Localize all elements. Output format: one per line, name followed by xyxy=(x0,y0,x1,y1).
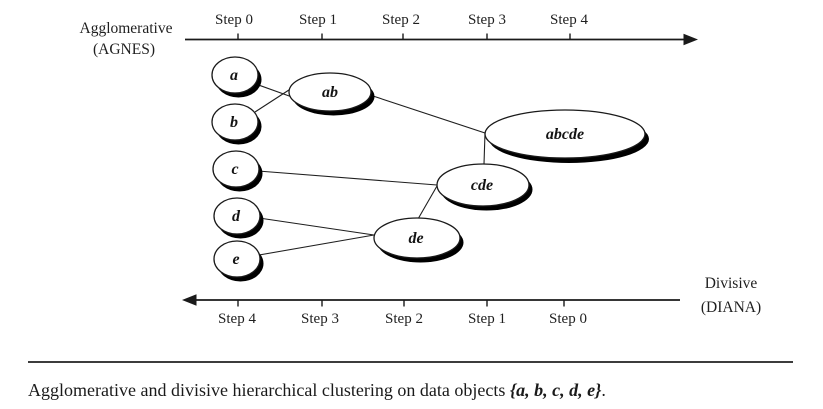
node-b-label: b xyxy=(230,114,238,131)
node-de-ellipse xyxy=(373,217,461,259)
edge-cde-abcde xyxy=(483,132,486,165)
node-d: d xyxy=(213,197,264,239)
agnes-step-label-3: Step 3 xyxy=(468,12,506,28)
node-ab: ab xyxy=(288,72,375,116)
agnes-step-label-2: Step 2 xyxy=(382,12,420,28)
node-a: a xyxy=(211,56,262,98)
node-e-ellipse xyxy=(213,240,261,278)
node-a-label: a xyxy=(230,67,238,84)
edge-d-de xyxy=(258,217,375,236)
node-c: c xyxy=(212,150,263,192)
caption-divider xyxy=(28,361,793,363)
caption-set: {a, b, c, d, e} xyxy=(509,380,602,400)
node-ab-ellipse xyxy=(288,72,372,112)
edge-b-ab xyxy=(254,87,293,113)
node-d-ellipse xyxy=(213,197,261,235)
agnes-step-label-0: Step 0 xyxy=(215,12,253,28)
edge-ab-abcde xyxy=(372,95,486,134)
diana-label-line1: Divisive xyxy=(705,275,758,292)
node-cde-ellipse xyxy=(436,163,530,207)
agnes-step-label-1: Step 1 xyxy=(299,12,337,28)
node-d-label: d xyxy=(232,208,241,225)
agnes-label-line2: (AGNES) xyxy=(93,41,155,58)
diana-step-label-1: Step 3 xyxy=(301,311,339,327)
diana-step-label-4: Step 0 xyxy=(549,311,587,327)
node-abcde: abcde xyxy=(484,109,649,163)
agnes-label-line1: Agglomerative xyxy=(80,20,173,37)
node-e: e xyxy=(213,240,264,282)
diana-label-line2: (DIANA) xyxy=(701,299,761,316)
caption-period: . xyxy=(601,380,606,400)
node-c-ellipse xyxy=(212,150,260,188)
agnes-step-label-4: Step 4 xyxy=(550,12,588,28)
node-a-ellipse xyxy=(211,56,259,94)
node-cde: cde xyxy=(436,163,533,211)
node-abcde-ellipse xyxy=(484,109,646,159)
edge-c-cde xyxy=(257,170,438,186)
node-e-label: e xyxy=(232,251,239,268)
diana-step-label-2: Step 2 xyxy=(385,311,423,327)
diana-step-label-3: Step 1 xyxy=(468,311,506,327)
agnes-arrowhead-icon xyxy=(683,33,698,46)
node-cde-label: cde xyxy=(471,177,493,194)
edge-de-cde xyxy=(417,185,438,220)
node-ab-label: ab xyxy=(322,84,338,101)
figure-caption: Agglomerative and divisive hierarchical … xyxy=(28,380,798,401)
node-b-ellipse xyxy=(211,103,259,141)
caption-text: Agglomerative and divisive hierarchical … xyxy=(28,380,510,400)
node-c-label: c xyxy=(231,161,238,178)
diana-arrowhead-icon xyxy=(182,294,197,306)
diana-step-label-0: Step 4 xyxy=(218,311,256,327)
edge-e-de xyxy=(258,234,375,256)
node-abcde-label: abcde xyxy=(546,126,584,143)
node-de-label: de xyxy=(408,230,423,247)
node-b: b xyxy=(211,103,262,145)
node-de: de xyxy=(373,217,464,263)
